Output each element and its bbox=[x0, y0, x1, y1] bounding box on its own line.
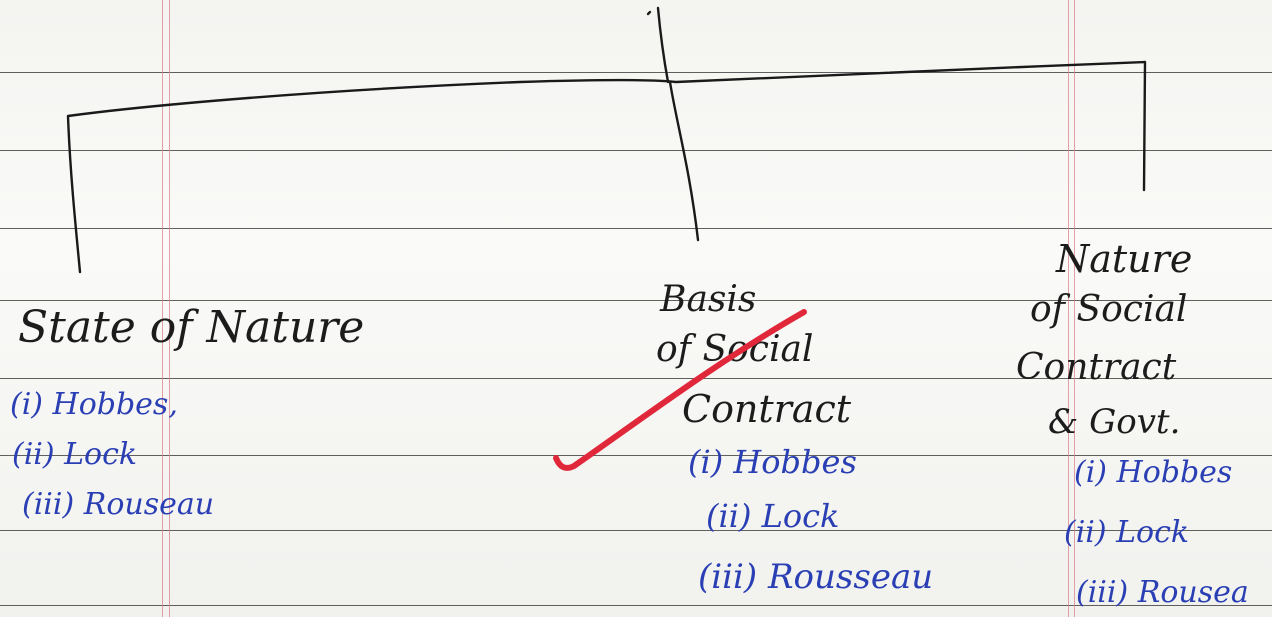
list-item: (i) Hobbes, bbox=[10, 387, 178, 422]
column-heading-basis-line-3: Contract bbox=[682, 387, 852, 431]
rule-line bbox=[0, 455, 1272, 456]
rule-line bbox=[0, 150, 1272, 151]
column-heading-basis-line-2: of Social bbox=[656, 329, 814, 370]
column-heading-basis-line-1: Basis bbox=[660, 279, 757, 320]
rule-line bbox=[0, 605, 1272, 606]
list-item: (iii) Rouseau bbox=[22, 487, 215, 522]
list-item: (iii) Rousseau bbox=[698, 557, 934, 597]
rule-line bbox=[0, 530, 1272, 531]
rule-line bbox=[0, 300, 1272, 301]
margin-line-right bbox=[1068, 0, 1069, 617]
list-item: (ii) Lock bbox=[706, 497, 840, 535]
list-item: (ii) Lock bbox=[12, 437, 138, 472]
rule-line bbox=[0, 72, 1272, 73]
rule-line bbox=[0, 378, 1272, 379]
column-heading-nature-line-3: Contract bbox=[1016, 347, 1177, 388]
column-heading-state-of-nature: State of Nature bbox=[18, 302, 365, 353]
check-mark-stroke bbox=[553, 309, 807, 471]
list-item: (iii) Rousea bbox=[1076, 575, 1249, 610]
column-heading-nature-line-1: Nature bbox=[1056, 237, 1193, 281]
column-heading-nature-line-4: & Govt. bbox=[1048, 402, 1181, 442]
column-heading-nature-line-2: of Social bbox=[1030, 289, 1188, 330]
list-item: (i) Hobbes bbox=[1074, 455, 1233, 490]
connector-stem-top bbox=[646, 6, 670, 84]
list-item: (i) Hobbes bbox=[688, 443, 857, 481]
rule-line bbox=[0, 228, 1272, 229]
list-item: (ii) Lock bbox=[1064, 515, 1190, 550]
connector-bracket bbox=[66, 60, 1147, 274]
margin-line-left bbox=[162, 0, 163, 617]
margin-line-left-inner bbox=[169, 0, 170, 617]
connector-middle-branch bbox=[668, 80, 700, 242]
margin-line-right-inner bbox=[1074, 0, 1075, 617]
